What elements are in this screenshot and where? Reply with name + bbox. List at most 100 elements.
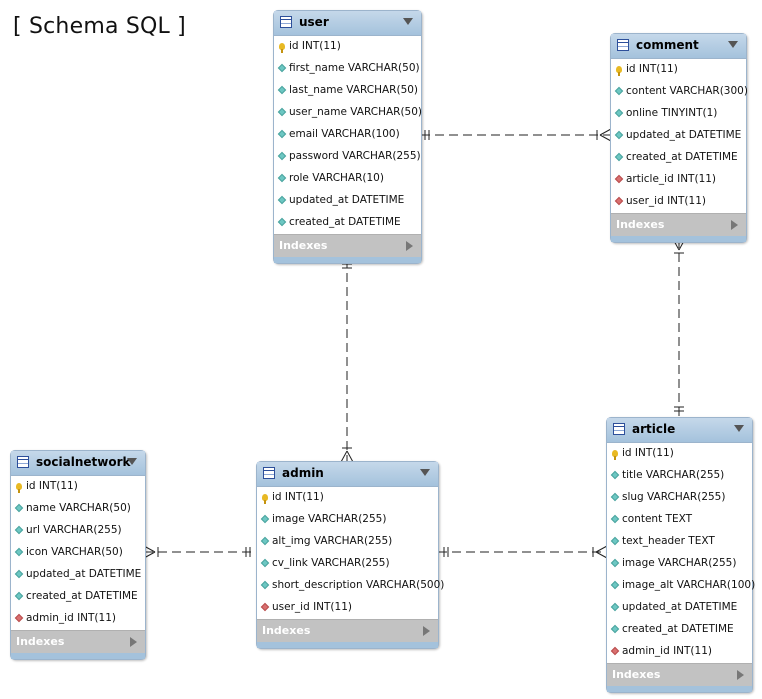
column-row[interactable]: id INT(11) — [257, 487, 438, 509]
expand-indexes-icon[interactable] — [130, 637, 137, 647]
column-row[interactable]: image VARCHAR(255) — [257, 509, 438, 531]
column-row[interactable]: created_at DATETIME — [11, 586, 145, 608]
column-row[interactable]: content VARCHAR(300) — [611, 81, 748, 103]
collapse-chevron-icon[interactable] — [403, 18, 413, 25]
collapse-chevron-icon[interactable] — [728, 41, 738, 48]
table-footer — [257, 642, 438, 648]
column-definition: content TEXT — [622, 513, 693, 525]
table-user[interactable]: user id INT(11) first_name VARCHAR(50) las… — [273, 10, 422, 264]
table-name: comment — [636, 38, 699, 52]
column-row[interactable]: created_at DATETIME — [274, 212, 421, 234]
table-icon — [17, 456, 29, 468]
column-row[interactable]: title VARCHAR(255) — [607, 465, 752, 487]
table-header[interactable]: user — [274, 11, 421, 36]
column-row[interactable]: cv_link VARCHAR(255) — [257, 553, 438, 575]
table-header[interactable]: admin — [257, 462, 438, 487]
indexes-section[interactable]: Indexes — [611, 213, 746, 236]
collapse-chevron-icon[interactable] — [734, 425, 744, 432]
column-definition: image_alt VARCHAR(100) — [622, 579, 756, 591]
indexes-section[interactable]: Indexes — [11, 630, 145, 653]
column-icon — [610, 624, 620, 634]
column-row[interactable]: url VARCHAR(255) — [11, 520, 145, 542]
relationship-user-admin — [340, 259, 354, 463]
column-row[interactable]: last_name VARCHAR(50) — [274, 80, 421, 102]
column-icon — [610, 602, 620, 612]
column-definition: email VARCHAR(100) — [289, 128, 400, 140]
column-icon — [610, 514, 620, 524]
column-row[interactable]: image VARCHAR(255) — [607, 553, 752, 575]
table-admin[interactable]: admin id INT(11)image VARCHAR(255)alt_im… — [256, 461, 444, 649]
column-row[interactable]: updated_at DATETIME — [274, 190, 421, 212]
column-row[interactable]: name VARCHAR(50) — [11, 498, 145, 520]
column-row[interactable]: content TEXT — [607, 509, 752, 531]
column-row[interactable]: image_alt VARCHAR(100) — [607, 575, 756, 597]
expand-indexes-icon[interactable] — [423, 626, 430, 636]
column-row[interactable]: user_name VARCHAR(50) — [274, 102, 422, 124]
primary-key-icon — [616, 66, 622, 76]
column-row[interactable]: user_id INT(11) — [611, 191, 746, 213]
column-icon — [277, 85, 287, 95]
column-row[interactable]: user_id INT(11) — [257, 597, 438, 619]
column-row[interactable]: article_id INT(11) — [611, 169, 746, 191]
column-row[interactable]: id INT(11) — [11, 476, 145, 498]
table-icon — [263, 467, 275, 479]
primary-key-icon — [612, 450, 618, 460]
foreign-key-icon — [14, 613, 24, 623]
column-row[interactable]: created_at DATETIME — [611, 147, 746, 169]
table-header[interactable]: comment — [611, 34, 746, 59]
indexes-section[interactable]: Indexes — [257, 619, 438, 642]
column-row[interactable]: admin_id INT(11) — [11, 608, 145, 630]
column-row[interactable]: text_header TEXT — [607, 531, 752, 553]
table-socialnetwork[interactable]: socialnetwork id INT(11)name VARCHAR(50)… — [10, 450, 146, 660]
column-row[interactable]: id INT(11) — [274, 36, 421, 58]
column-list: id INT(11)name VARCHAR(50)url VARCHAR(25… — [11, 476, 145, 630]
column-row[interactable]: updated_at DATETIME — [607, 597, 752, 619]
column-definition: created_at DATETIME — [289, 216, 401, 228]
column-row[interactable]: id INT(11) — [611, 59, 746, 81]
column-definition: last_name VARCHAR(50) — [289, 84, 419, 96]
column-row[interactable]: first_name VARCHAR(50) — [274, 58, 421, 80]
column-row[interactable]: online TINYINT(1) — [611, 103, 746, 125]
column-definition: id INT(11) — [626, 63, 678, 75]
column-definition: updated_at DATETIME — [626, 129, 742, 141]
collapse-chevron-icon[interactable] — [127, 458, 137, 465]
column-icon — [610, 470, 620, 480]
expand-indexes-icon[interactable] — [406, 241, 413, 251]
expand-indexes-icon[interactable] — [737, 670, 744, 680]
indexes-section[interactable]: Indexes — [274, 234, 421, 257]
column-row[interactable]: slug VARCHAR(255) — [607, 487, 752, 509]
table-icon — [617, 39, 629, 51]
column-row[interactable]: created_at DATETIME — [607, 619, 752, 641]
collapse-chevron-icon[interactable] — [420, 469, 430, 476]
indexes-label: Indexes — [612, 668, 661, 681]
column-row[interactable]: role VARCHAR(10) — [274, 168, 421, 190]
column-definition: password VARCHAR(255) — [289, 150, 421, 162]
table-article[interactable]: article id INT(11)title VARCHAR(255) slug… — [606, 417, 756, 693]
table-header[interactable]: socialnetwork — [11, 451, 145, 476]
column-list: id INT(11)title VARCHAR(255) slug VARCHAR… — [607, 443, 756, 663]
indexes-section[interactable]: Indexes — [607, 663, 752, 686]
indexes-label: Indexes — [262, 624, 311, 637]
table-comment[interactable]: comment id INT(11) content VARCHAR(300)on… — [610, 33, 748, 243]
column-row[interactable]: updated_at DATETIME — [611, 125, 746, 147]
column-row[interactable]: alt_img VARCHAR(255) — [257, 531, 438, 553]
column-definition: first_name VARCHAR(50) — [289, 62, 420, 74]
column-row[interactable]: admin_id INT(11) — [607, 641, 752, 663]
column-definition: updated_at DATETIME — [26, 568, 142, 580]
column-definition: image VARCHAR(255) — [622, 557, 737, 569]
column-row[interactable]: password VARCHAR(255) — [274, 146, 421, 168]
column-definition: updated_at DATETIME — [622, 601, 738, 613]
column-row[interactable]: short_description VARCHAR(500) — [257, 575, 444, 597]
primary-key-icon — [262, 494, 268, 504]
column-row[interactable]: icon VARCHAR(50) — [11, 542, 145, 564]
column-definition: slug VARCHAR(255) — [622, 491, 726, 503]
table-header[interactable]: article — [607, 418, 752, 443]
expand-indexes-icon[interactable] — [731, 220, 738, 230]
column-row[interactable]: id INT(11) — [607, 443, 752, 465]
column-row[interactable]: updated_at DATETIME — [11, 564, 145, 586]
column-definition: updated_at DATETIME — [289, 194, 405, 206]
relationship-user-comment — [421, 128, 612, 142]
column-row[interactable]: email VARCHAR(100) — [274, 124, 421, 146]
column-icon — [614, 108, 624, 118]
column-icon — [277, 151, 287, 161]
